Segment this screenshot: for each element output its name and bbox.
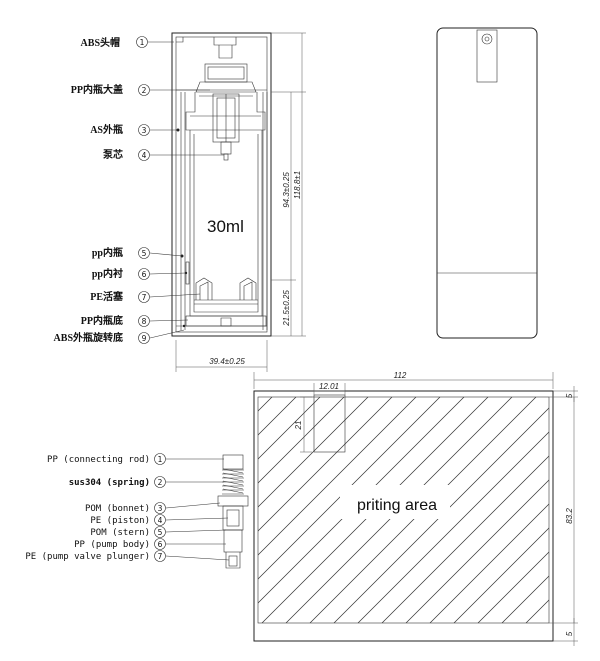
svg-text:5: 5 [142,249,147,258]
bottle-label-6: pp内衬 6 [92,267,187,280]
print-area-dimensions: 112 12.01 21 5 83.2 5 [253,371,578,646]
svg-text:4: 4 [158,516,163,525]
pump-label-2: sus304 (spring) 2 [69,476,224,488]
pump-label-6: PP (pump body) 6 [74,538,226,550]
svg-text:2: 2 [158,478,163,487]
svg-text:PP (connecting rod): PP (connecting rod) [47,455,150,465]
svg-text:4: 4 [142,151,147,160]
svg-text:pp内衬: pp内衬 [92,267,123,280]
bottle-width-dim: 39.4±0.25 [209,357,245,366]
hatch-line [429,503,549,623]
svg-text:1: 1 [140,38,145,47]
window-width-dim: 12.01 [319,382,339,391]
bottle-label-1: ABS头帽 1 [81,36,174,49]
print-area-label: priting area [357,497,437,514]
bottle-label-3: AS外瓶 3 [90,123,178,136]
pump-label-3: POM (bonnet) 3 [85,502,221,514]
bottle-label-8: PP内瓶底 8 [81,314,189,327]
hatch-line [453,527,549,623]
svg-text:POM (stern): POM (stern) [90,528,150,538]
hatch-line [574,397,600,623]
svg-text:3: 3 [158,504,163,513]
svg-text:8: 8 [142,317,147,326]
pump-label-7: PE (pump valve plunger) 7 [25,550,230,562]
svg-text:PP (pump body): PP (pump body) [74,540,150,550]
bottle-section-view: 30ml [171,32,272,337]
bottle-label-9: ABS外瓶旋转底 9 [54,329,185,344]
hatch-line [258,397,441,580]
pump-part-labels: PP (connecting rod) 1 sus304 (spring) 2 … [25,453,230,562]
bottom-margin-dim: 5 [565,631,574,636]
hatch-line [381,455,549,623]
svg-text:6: 6 [142,270,147,279]
svg-text:3: 3 [142,126,147,135]
bottle-label-4: 泵芯 4 [103,148,224,161]
svg-text:6: 6 [158,540,163,549]
pump-drawing [217,454,249,569]
svg-text:sus304 (spring): sus304 (spring) [69,477,150,488]
hatch-line [258,397,369,508]
base-height-dim: 21.5±0.25 [282,290,291,327]
svg-text:1: 1 [158,455,163,464]
capacity-label: 30ml [207,217,244,236]
bottle-label-2: PP内瓶大盖 2 [71,83,210,96]
top-margin-dim: 5 [565,393,574,398]
print-height-dim: 83.2 [565,508,574,524]
svg-text:7: 7 [142,293,147,302]
bottle-part-labels: ABS头帽 1 PP内瓶大盖 2 AS外瓶 3 泵芯 4 pp内瓶 5 [54,36,224,344]
hatch-line [258,397,297,436]
svg-text:PP内瓶底: PP内瓶底 [81,314,123,327]
hatch-line [258,397,417,556]
svg-text:7: 7 [158,552,163,561]
bottle-dimensions: 39.4±0.25 94.3±0.25 118.8±1 21.5±0.25 [175,32,306,372]
hatch-line [525,599,549,623]
svg-text:5: 5 [158,528,163,537]
bottle-label-5: pp内瓶 5 [92,246,183,259]
svg-text:2: 2 [142,86,147,95]
pump-label-1: PP (connecting rod) 1 [47,453,224,465]
hatch-line [258,397,393,532]
svg-text:9: 9 [142,334,147,343]
svg-text:ABS头帽: ABS头帽 [81,36,120,49]
total-height-dim: 118.8±1 [293,171,302,199]
hatch-line [405,479,549,623]
hatch-line [550,397,600,623]
bottle-label-7: PE活塞 7 [90,290,201,303]
svg-text:PP内瓶大盖: PP内瓶大盖 [71,83,123,96]
pump-label-4: PE (piston) 4 [90,514,229,526]
print-width-dim: 112 [394,371,407,380]
svg-text:泵芯: 泵芯 [103,148,123,161]
svg-text:PE活塞: PE活塞 [90,290,124,303]
hatch-line [477,551,549,623]
inner-height-dim: 94.3±0.25 [282,172,291,208]
bottle-front-view [436,27,538,339]
svg-text:POM (bonnet): POM (bonnet) [85,504,150,514]
print-area-drawing: priting area [253,390,600,642]
svg-text:pp内瓶: pp内瓶 [92,246,123,259]
hatch-line [258,397,321,460]
svg-text:ABS外瓶旋转底: ABS外瓶旋转底 [54,331,123,344]
hatch-line [501,575,549,623]
pump-label-5: POM (stern) 5 [90,526,227,538]
hatch-line [357,431,549,623]
svg-text:AS外瓶: AS外瓶 [90,123,123,136]
window-height-dim: 21 [294,421,303,431]
svg-text:PE (pump valve plunger): PE (pump valve plunger) [25,552,150,562]
hatch-line [258,397,345,484]
svg-text:PE (piston): PE (piston) [90,516,150,526]
